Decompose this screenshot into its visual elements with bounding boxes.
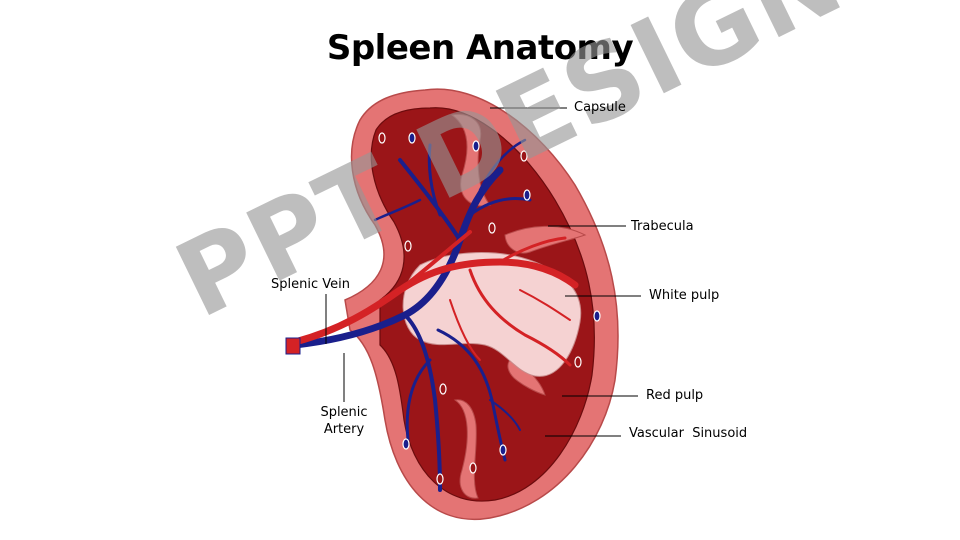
label-trabecula: Trabecula xyxy=(631,219,694,234)
label-splenic-vein: Splenic Vein xyxy=(271,277,350,292)
page-title: Spleen Anatomy xyxy=(326,28,634,68)
trabecula-3 xyxy=(453,399,479,499)
splenic-vessel-trunk xyxy=(285,337,301,355)
label-red-pulp: Red pulp xyxy=(646,388,704,403)
blood-cells xyxy=(378,132,601,485)
label-splenic-artery-line2: Artery xyxy=(323,422,365,437)
label-splenic-artery-line1: Splenic xyxy=(320,405,368,420)
artery-tree xyxy=(291,230,579,367)
label-white-pulp: White pulp xyxy=(649,288,720,303)
label-capsule: Capsule xyxy=(574,100,626,115)
label-vascular-sinusoid: Vascular Sinusoid xyxy=(629,426,748,441)
label-splenic-artery: Splenic Artery xyxy=(314,404,374,438)
leader-lines xyxy=(325,107,641,437)
trabecula-2 xyxy=(504,225,587,254)
vein-tree xyxy=(291,138,532,492)
